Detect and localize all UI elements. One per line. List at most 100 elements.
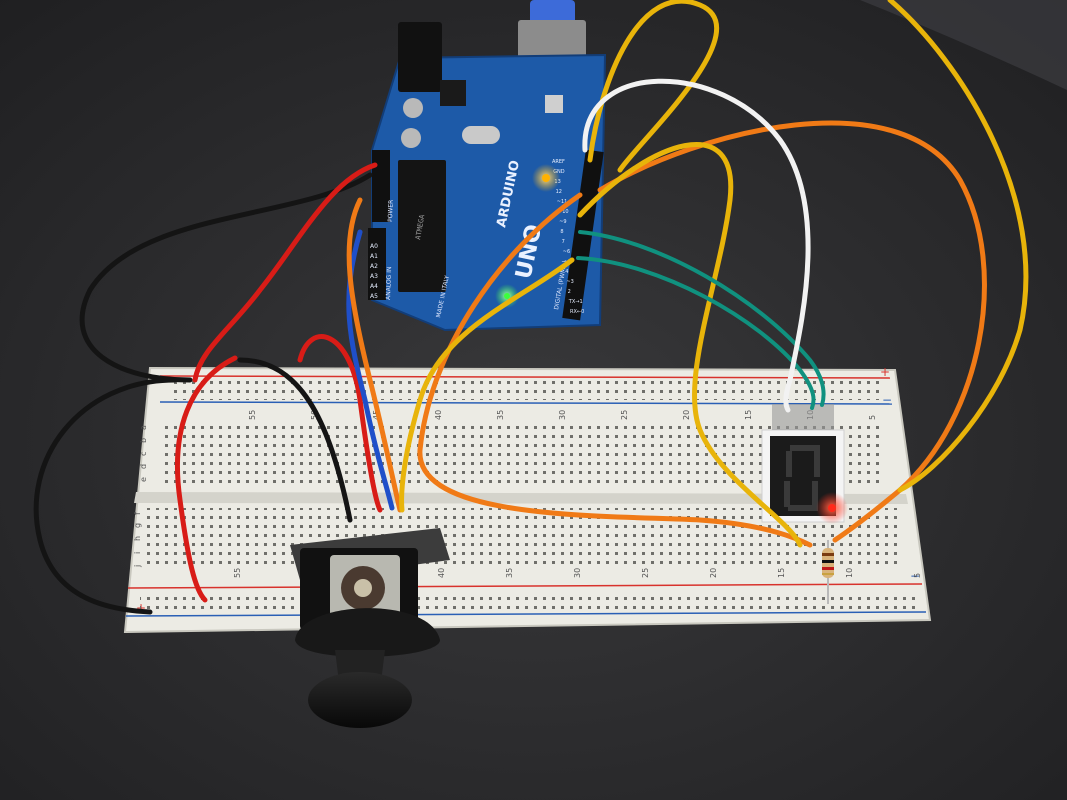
wire-red-joystick [297,334,383,513]
digital-pin-label: TX→1 [568,299,583,305]
analog-header [368,228,386,300]
digital-pin-label: 8 [560,229,563,235]
arduino-uno-board: ATMEGA ARDUINO UNO MADE IN ITALY POWER A… [368,22,607,332]
analog-pin-label: A2 [370,263,378,270]
table-fold [860,0,1067,90]
top-plus-symbol: + [880,365,890,379]
row-letter: d [139,464,148,469]
joystick-module[interactable] [290,528,450,728]
wire-teal-2 [576,256,816,410]
digital-pin-label: ~6 [563,249,570,255]
digital-pin-label: ~11 [557,199,568,205]
display-pins-top [772,404,834,430]
power-header [372,150,390,222]
segment [814,451,820,477]
seven-segment-display [761,404,848,524]
digital-pin-label: 4 [565,269,568,275]
column-number: 40 [434,410,443,420]
analog-pin-label: A0 [370,243,378,250]
dc-power-jack [398,22,442,92]
column-number: 40 [437,568,446,578]
resistor [822,540,834,604]
column-number: 35 [505,568,514,578]
row-letter: a [139,425,148,430]
digital-pin-label: GND [553,169,565,175]
voltage-regulator [440,80,466,106]
column-number: 55 [233,568,242,578]
digital-pin-label: 7 [562,239,565,245]
column-number: 20 [682,410,691,420]
row-letter: e [139,477,148,482]
column-number: 10 [845,568,854,578]
wire-orange-top-arc [597,120,987,543]
segment [790,445,820,451]
row-letter: c [139,452,148,456]
digital-pin-label: 12 [556,189,562,195]
wire-orange-a1 [346,197,403,513]
analog-pin-label: A4 [370,283,378,290]
wire-black-gnd-to-bottom [33,377,178,615]
wire-black-joystick [237,357,353,523]
wire-yellow-right-long [887,0,1029,493]
segment-digit [784,445,820,511]
hole-field-top-rail [170,380,880,400]
wire-teal-1 [578,230,826,407]
wire-yellow-loop [577,142,803,548]
column-number: 35 [496,410,505,420]
bottom-rail-minus-line [125,611,927,617]
tx-led [542,174,550,182]
analog-pin-label: A1 [370,253,378,260]
row-letter: i [133,552,142,554]
wire-red-rail-to-bottom [175,355,238,603]
capacitor [403,98,423,118]
column-number: 25 [620,410,629,420]
wire-yellow-to-joystick [399,257,575,513]
row-letter: h [133,536,142,541]
bottom-minus-symbol: − [910,569,920,583]
bottom-rail-plus-line [127,583,923,589]
top-rail-minus-line [159,401,893,405]
joystick-base-cup [295,608,440,657]
digital-pin-label: ~9 [559,219,566,225]
joystick-knob[interactable] [308,672,412,728]
column-number: 20 [709,568,718,578]
analog-pin-label: A3 [370,273,378,280]
digital-pin-label: AREF [552,159,565,165]
power-title: POWER [387,200,395,222]
column-number: 30 [573,568,582,578]
wire-white [582,78,811,413]
column-number: 15 [777,568,786,578]
column-number: 5 [913,573,922,578]
capacitor [401,128,421,148]
center-channel [134,492,908,504]
digital-pin-label: ~10 [558,209,569,215]
crystal-oscillator [462,126,500,144]
top-minus-symbol: − [882,393,892,407]
digital-pin-label: 2 [568,289,571,295]
column-number: 25 [641,568,650,578]
segment [788,505,818,511]
column-number: 15 [744,410,753,420]
analog-title: ANALOG IN [385,266,393,300]
on-led [504,293,510,299]
decimal-point [828,504,836,512]
digital-pin-label: ~3 [566,279,573,285]
analog-pin-label: A5 [370,293,378,300]
row-letter: j [133,565,142,568]
reset-button[interactable] [545,95,563,113]
row-letter: g [133,523,142,528]
column-number: 5 [868,415,877,420]
atmega-chip [398,160,446,292]
column-number: 30 [558,410,567,420]
wire-orange-long [417,192,813,548]
segment [784,481,790,507]
segment [786,451,792,477]
wires [33,0,1029,615]
wire-red-5v [192,162,378,383]
column-number: 55 [248,410,257,420]
digital-pin-label: RX←0 [570,309,584,315]
digital-header [562,149,604,321]
